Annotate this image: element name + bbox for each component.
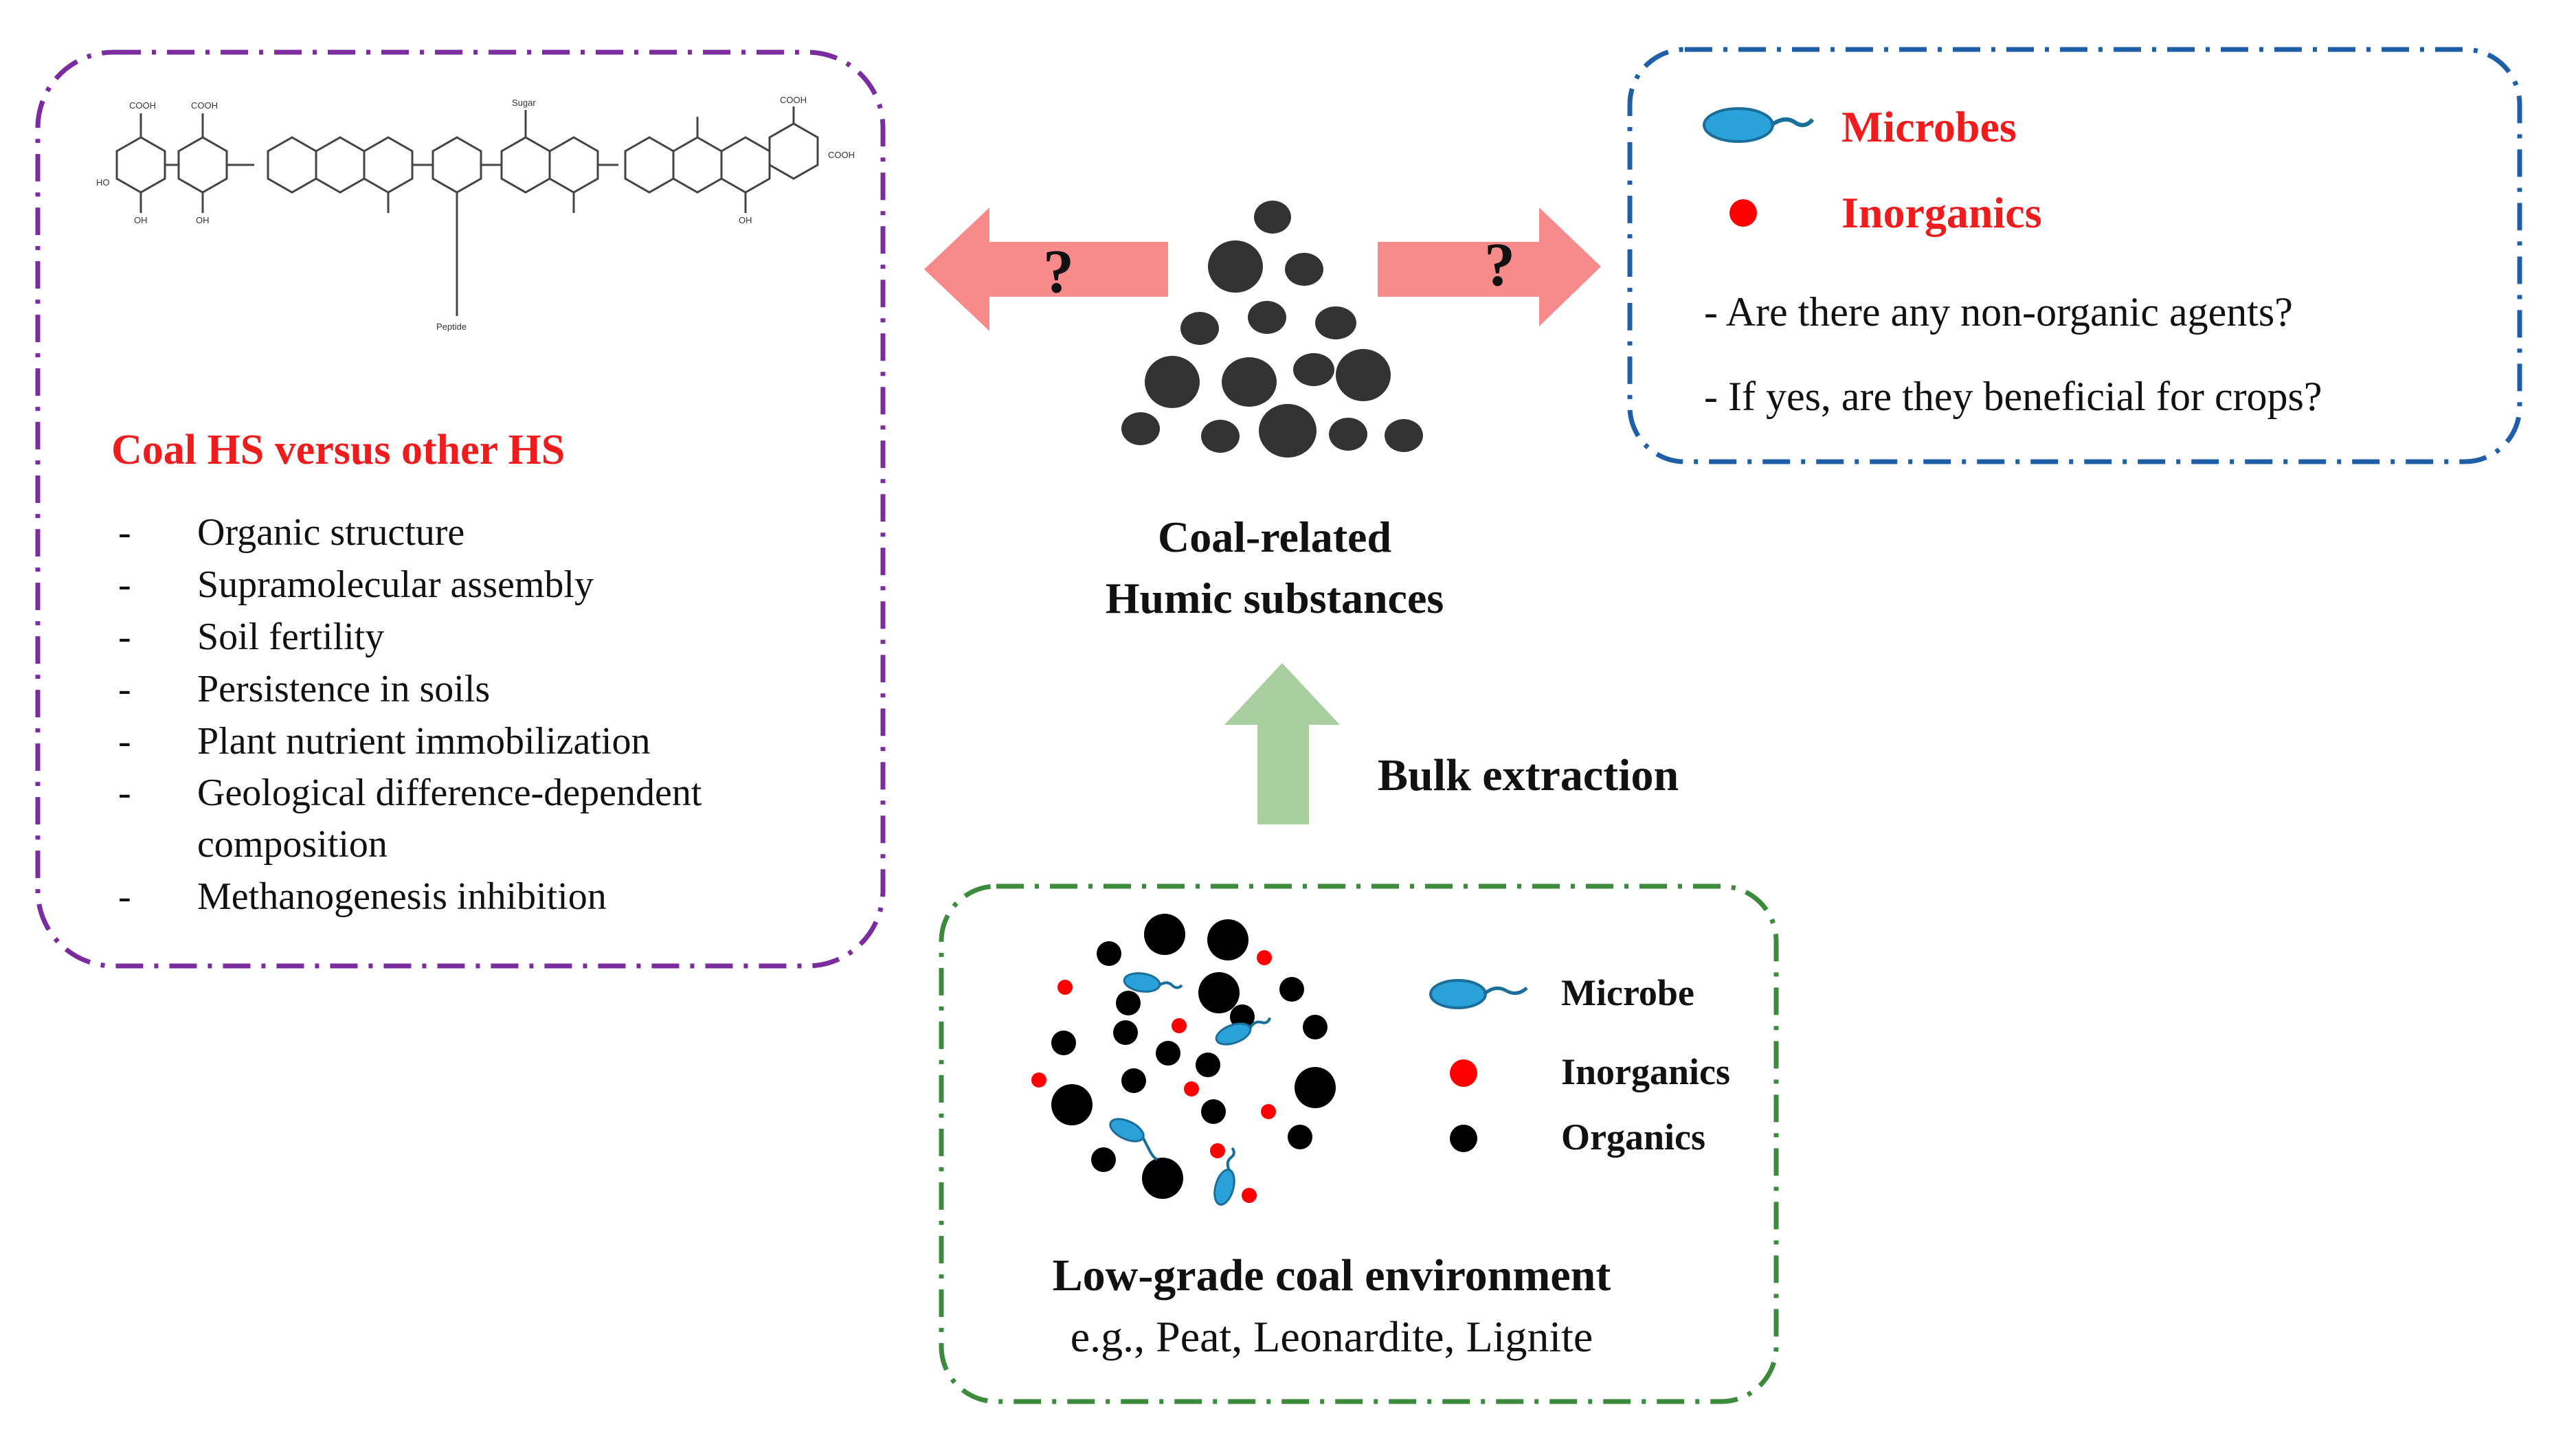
chem-label-oh: OH <box>196 215 210 225</box>
legend-organics-dot <box>1450 1125 1477 1152</box>
list-item: Geological difference-dependent <box>197 772 702 814</box>
microbes-label: Microbes <box>1841 102 2017 151</box>
chem-label-sugar: Sugar <box>512 98 536 108</box>
coal-hs-center-title-line2: Humic substances <box>1106 574 1444 622</box>
chem-label-cooh: COOH <box>191 100 218 111</box>
inorganics-particles <box>1031 950 1276 1203</box>
list-item: Persistence in soils <box>197 668 490 710</box>
coal-particle-pile <box>1121 201 1423 458</box>
left-question-arrow: ? <box>924 207 1168 331</box>
list-bullet: - <box>118 720 131 763</box>
legend-organics-label: Organics <box>1561 1116 1705 1158</box>
legend-inorganics-dot <box>1450 1059 1477 1087</box>
chem-label-cooh: COOH <box>129 100 156 111</box>
list-item: Methanogenesis inhibition <box>197 875 607 918</box>
chem-label-ho: HO <box>96 177 110 188</box>
humic-chemical-structure: COOH COOH OH OH HO Peptide Sugar OH COOH… <box>96 95 855 332</box>
bulk-extraction-label: Bulk extraction <box>1378 750 1679 800</box>
list-item: Plant nutrient immobilization <box>197 720 650 763</box>
left-question-mark: ? <box>1043 238 1074 306</box>
list-bullet: - <box>118 772 131 814</box>
list-item: Organic structure <box>197 511 464 554</box>
chem-label-cooh: COOH <box>828 150 855 160</box>
coal-environment-box <box>939 884 1779 1404</box>
coal-environment-examples: e.g., Peat, Leonardite, Lignite <box>1071 1312 1593 1361</box>
inorganics-label: Inorganics <box>1841 188 2042 237</box>
list-item: composition <box>197 823 388 866</box>
organics-particles <box>1051 914 1336 1199</box>
list-bullet: - <box>118 511 131 554</box>
coal-hs-center-title-line1: Coal-related <box>1158 513 1391 561</box>
coal-hs-title: Coal HS versus other HS <box>111 427 565 473</box>
chem-label-cooh: COOH <box>780 95 807 105</box>
microbe-icon <box>1703 107 1815 143</box>
chem-label-oh: OH <box>739 215 752 225</box>
coal-environment-cluster <box>1031 914 1336 1206</box>
list-bullet: - <box>118 668 131 710</box>
coal-hs-box <box>35 49 886 969</box>
list-bullet: - <box>118 875 131 918</box>
microbes-box <box>1627 47 2522 464</box>
list-bullet: - <box>118 616 131 658</box>
coal-environment-title: Low-grade coal environment <box>1053 1250 1611 1301</box>
legend-microbe-label: Microbe <box>1561 972 1694 1013</box>
chem-label-peptide: Peptide <box>436 322 467 332</box>
bulk-extraction-arrow <box>1224 663 1340 824</box>
list-item: Supramolecular assembly <box>197 563 594 606</box>
list-bullet: - <box>118 563 131 606</box>
legend-microbe-icon <box>1429 979 1528 1009</box>
question-non-organic: - Are there any non-organic agents? <box>1704 289 2293 335</box>
coal-hs-list: - Organic structure - Supramolecular ass… <box>118 511 702 918</box>
legend-inorganics-label: Inorganics <box>1561 1051 1730 1092</box>
right-question-mark: ? <box>1484 231 1515 299</box>
inorganics-dot-icon <box>1729 199 1757 227</box>
question-beneficial: - If yes, are they beneficial for crops? <box>1704 374 2322 419</box>
chem-label-oh: OH <box>134 215 148 225</box>
list-item: Soil fertility <box>197 616 384 658</box>
microbe-particles <box>1109 972 1272 1206</box>
right-question-arrow: ? <box>1378 207 1601 326</box>
